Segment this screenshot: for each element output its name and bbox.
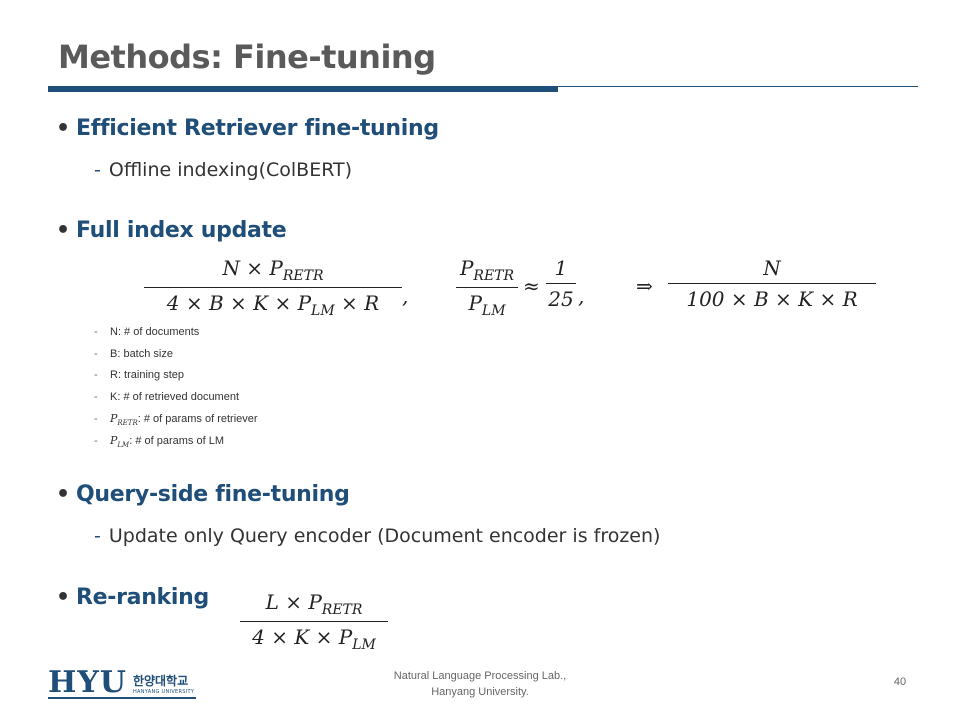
- title-rule-thick: [48, 86, 558, 92]
- bullet-dot-icon: •: [56, 218, 70, 243]
- fraction-bar: [144, 287, 402, 288]
- logo-korean: 한양대학교: [132, 673, 189, 688]
- dash-icon: -: [94, 159, 101, 181]
- formula-numerator: L × PRETR: [265, 590, 363, 618]
- hyu-logo: HYU 한양대학교 HANYANG UNIVERSITY: [48, 668, 196, 698]
- comma: ,: [578, 284, 585, 308]
- comma: ,: [402, 284, 409, 308]
- formula-numerator: N: [763, 256, 781, 280]
- bullet-full-index-update: •Full index update: [56, 218, 287, 243]
- logo-english: HANYANG UNIVERSITY: [132, 688, 195, 695]
- bullet-label: Re-ranking: [76, 585, 209, 610]
- fraction-bar: [668, 283, 876, 284]
- footer-line1: Natural Language Processing Lab.,: [393, 670, 567, 682]
- footer-lab: Natural Language Processing Lab., Hanyan…: [380, 668, 580, 700]
- definition-item: -N: # of documents: [94, 326, 200, 338]
- logo-underline: [48, 697, 196, 699]
- formula-denominator: 4 × B × K × PLM × R: [166, 291, 380, 319]
- page-number: 40: [893, 676, 907, 688]
- formula-numerator: PRETR: [459, 256, 515, 284]
- sub-query-encoder: -Update only Query encoder (Document enc…: [94, 525, 660, 547]
- logo-subtext: 한양대학교 HANYANG UNIVERSITY: [133, 672, 194, 695]
- sub-offline-indexing: -Offline indexing(ColBERT): [94, 159, 352, 181]
- definition-item: -R: training step: [94, 369, 184, 381]
- sub-text: Update only Query encoder (Document enco…: [108, 525, 661, 547]
- formula-re-ranking: L × PRETR 4 × K × PLM: [240, 590, 388, 653]
- fraction-bar: [546, 283, 576, 284]
- bullet-dot-icon: •: [56, 116, 70, 141]
- formula-numerator: N × PRETR: [222, 256, 324, 284]
- slide-title: Methods: Fine-tuning: [58, 38, 436, 76]
- definition-item: -PLM: # of params of LM: [94, 433, 224, 449]
- implies-symbol: ⇒: [636, 274, 653, 298]
- logo-wordmark: HYU: [48, 665, 127, 700]
- bullet-label: Query-side fine-tuning: [76, 482, 350, 507]
- variable-definitions: -N: # of documents -B: batch size -R: tr…: [94, 326, 258, 455]
- bullet-query-side: •Query-side fine-tuning: [56, 482, 350, 507]
- bullet-dot-icon: •: [56, 482, 70, 507]
- formula-denominator: 100 × B × K × R: [686, 287, 858, 311]
- formula-full-index-approx: N 100 × B × K × R: [668, 256, 876, 311]
- approx-symbol: ≈: [523, 274, 540, 298]
- dash-icon: -: [94, 525, 101, 547]
- bullet-re-ranking: •Re-ranking: [56, 585, 209, 610]
- definition-item: -PRETR: # of params of retriever: [94, 412, 258, 428]
- bullet-label: Full index update: [76, 218, 287, 243]
- formula-full-index-cost: N × PRETR 4 × B × K × PLM × R: [144, 256, 402, 319]
- formula-param-ratio: PRETR PLM: [456, 256, 518, 319]
- footer-line2: Hanyang University.: [431, 686, 529, 698]
- formula-denominator: 25: [548, 287, 574, 311]
- formula-denominator: PLM: [468, 291, 506, 319]
- formula-one-over-25: 1 25: [546, 256, 576, 311]
- bullet-efficient-retriever: •Efficient Retriever fine-tuning: [56, 116, 439, 141]
- sub-text: Offline indexing(ColBERT): [108, 159, 353, 181]
- formula-numerator: 1: [554, 256, 568, 280]
- bullet-label: Efficient Retriever fine-tuning: [76, 116, 439, 141]
- definition-item: -B: batch size: [94, 347, 173, 360]
- bullet-dot-icon: •: [56, 585, 70, 610]
- fraction-bar: [240, 621, 388, 622]
- formula-denominator: 4 × K × PLM: [252, 625, 376, 653]
- definition-item: -K: # of retrieved document: [94, 390, 240, 403]
- fraction-bar: [456, 287, 518, 288]
